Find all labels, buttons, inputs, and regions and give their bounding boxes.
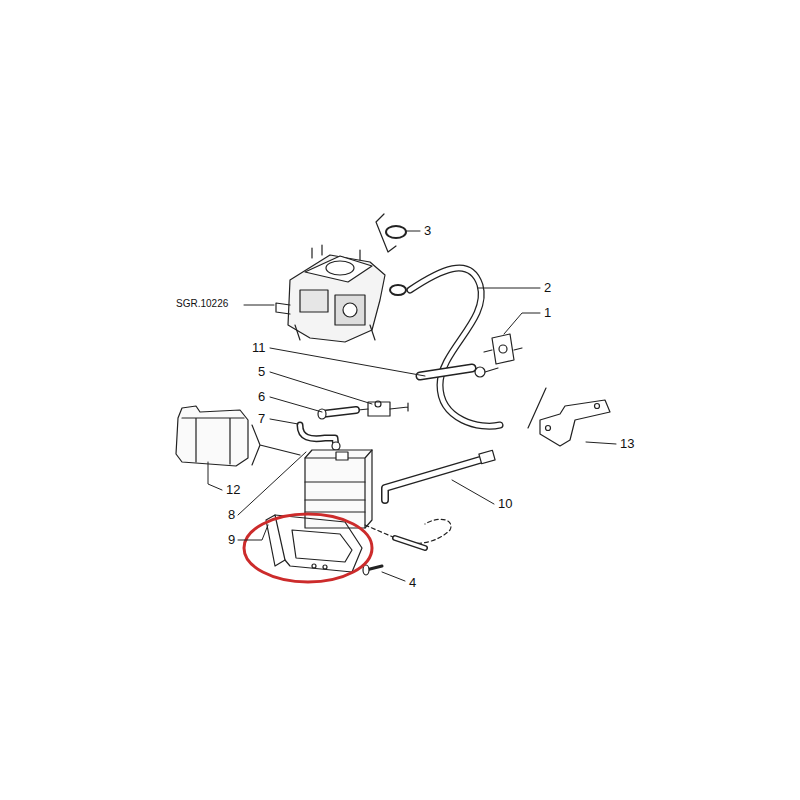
callout-number: 5 <box>256 364 267 379</box>
valve <box>358 401 408 416</box>
hose <box>318 409 356 419</box>
hose-clamp <box>376 214 406 295</box>
valve <box>484 334 522 364</box>
callout-number: 2 <box>542 280 553 295</box>
highlight-ellipse <box>244 514 372 582</box>
canister <box>305 450 372 528</box>
cover <box>176 406 300 466</box>
callout-number: 11 <box>250 340 268 355</box>
bracket <box>266 515 362 572</box>
callout-number: 13 <box>618 436 636 451</box>
callout-number: 12 <box>224 482 242 497</box>
callout-number: 3 <box>422 223 433 238</box>
hose <box>420 367 498 377</box>
callout-number: 6 <box>256 389 267 404</box>
hose <box>410 268 500 426</box>
tube <box>385 450 495 500</box>
carburetor <box>276 245 385 342</box>
callout-number: 8 <box>226 507 237 522</box>
callout-number: 7 <box>256 411 267 426</box>
callout-number: 9 <box>226 532 237 547</box>
hose <box>300 425 340 450</box>
callout-number: 4 <box>407 575 418 590</box>
leader-lines <box>208 231 616 581</box>
hose <box>365 519 451 548</box>
bolt <box>363 565 382 575</box>
part-code: SGR.10226 <box>174 298 230 310</box>
callout-number: 10 <box>496 496 514 511</box>
callout-number: 1 <box>542 305 553 320</box>
bracket <box>528 388 610 446</box>
